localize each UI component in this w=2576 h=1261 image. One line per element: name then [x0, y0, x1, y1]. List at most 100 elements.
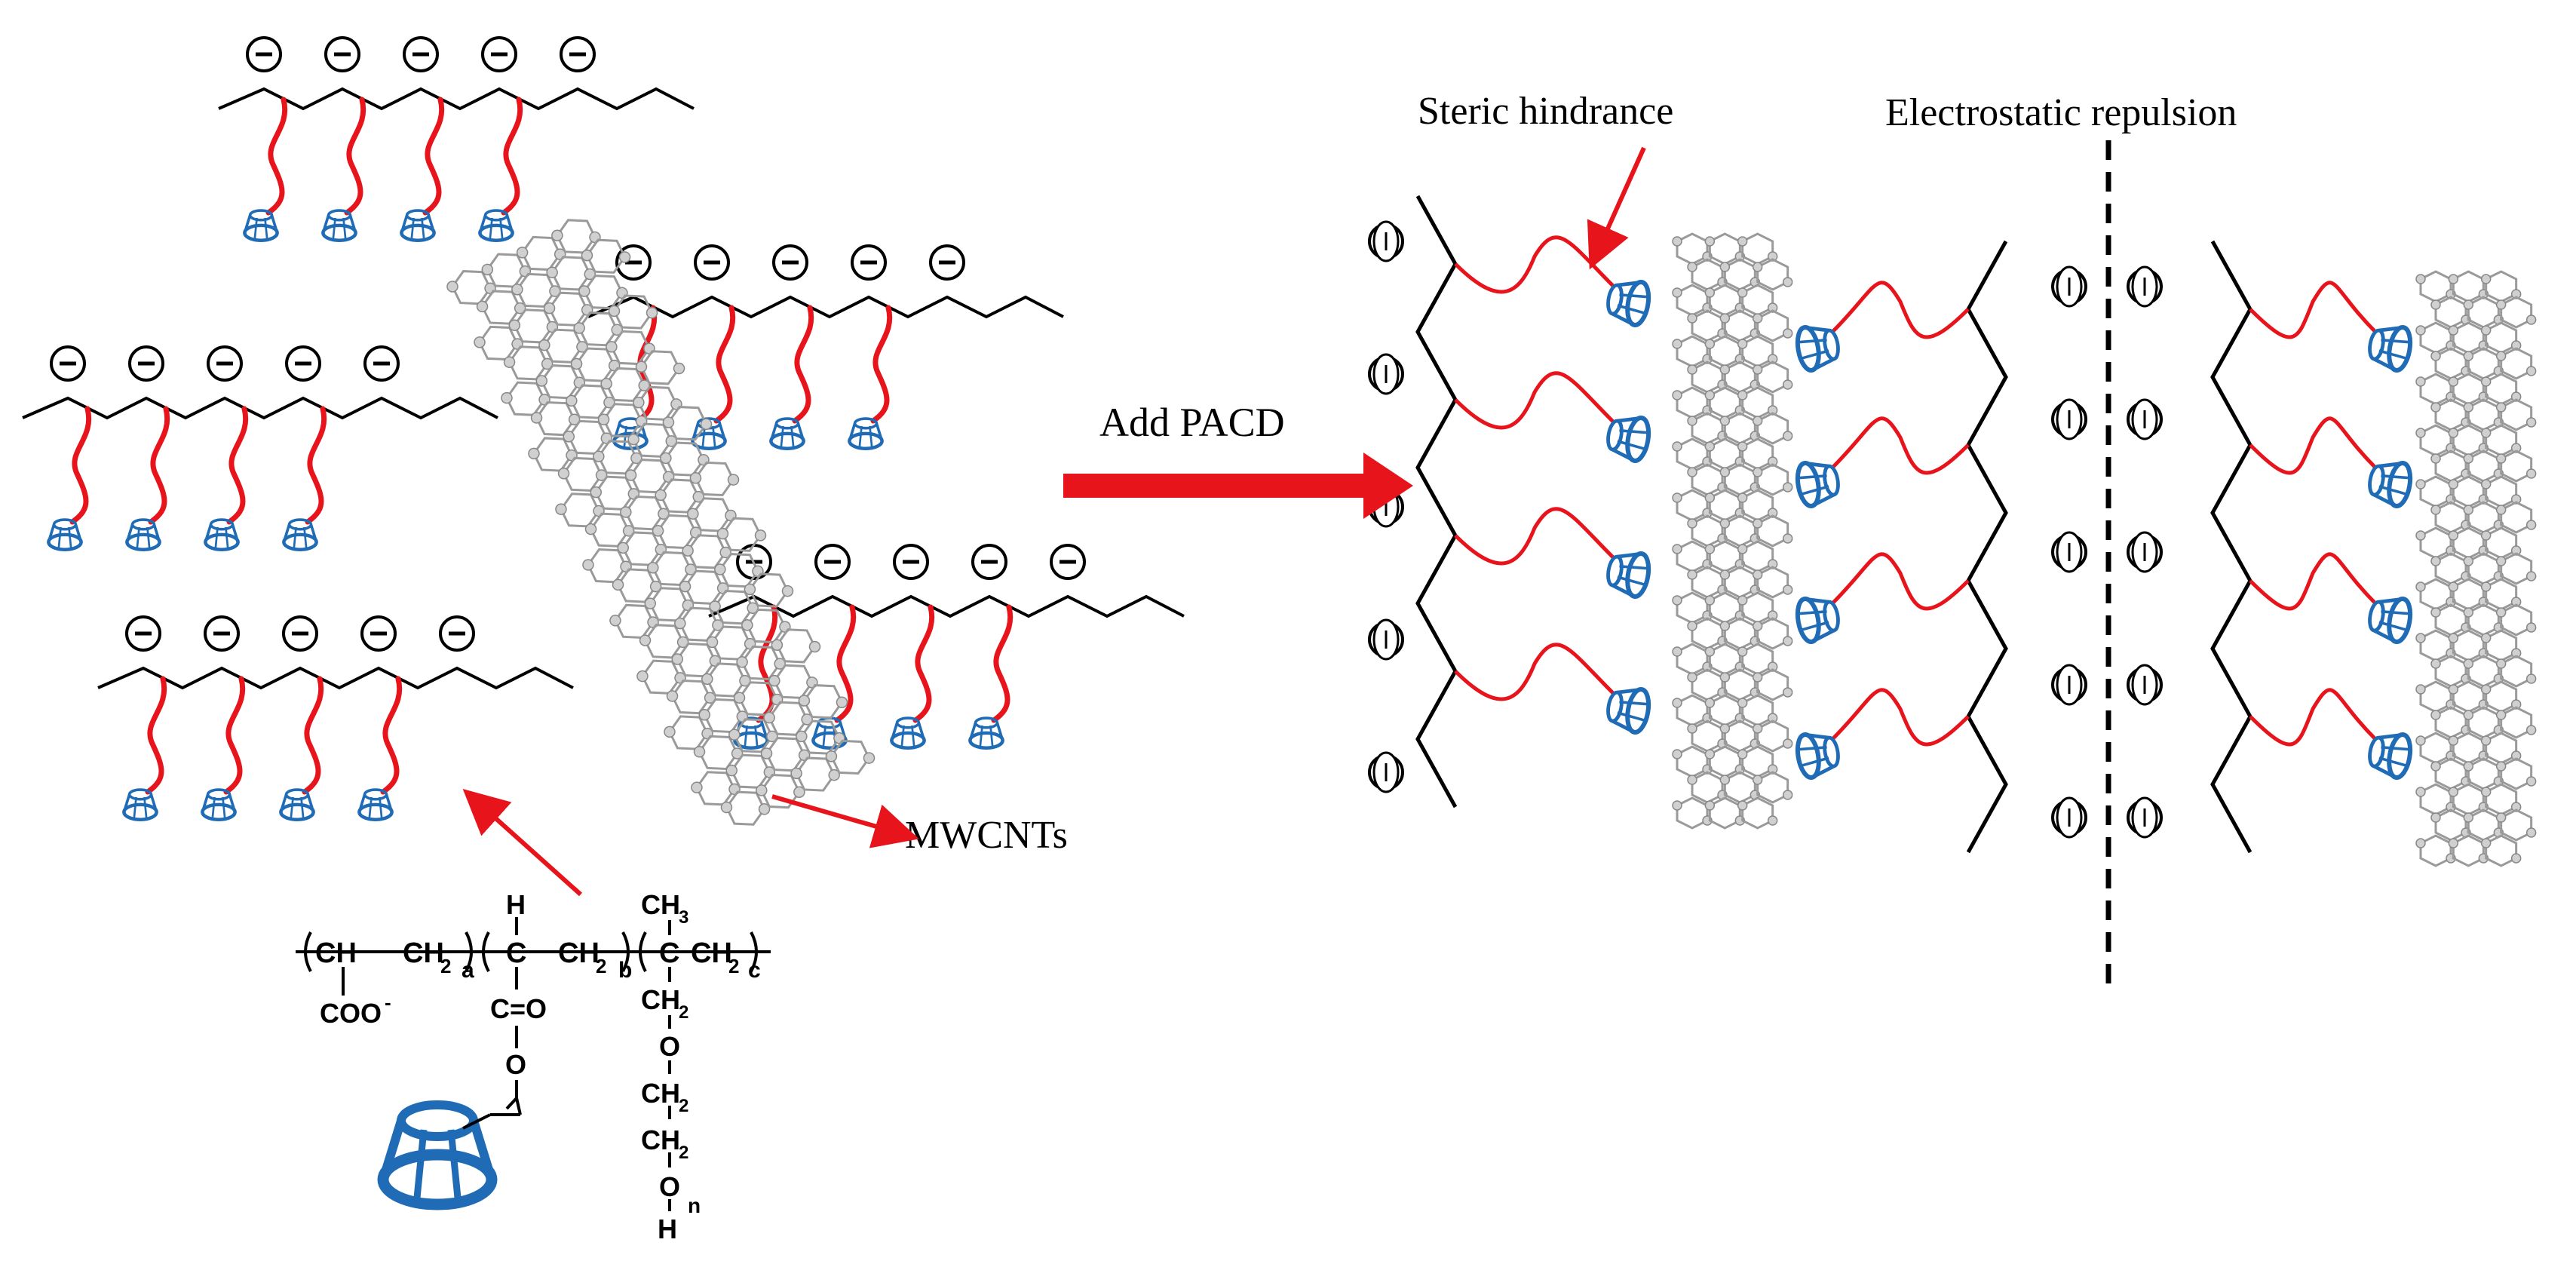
nanotube-vertical-set — [1672, 232, 2537, 867]
svg-text:CH: CH — [315, 937, 357, 969]
svg-text:O: O — [659, 1031, 680, 1062]
mwcnts-label: MWCNTs — [905, 814, 1068, 857]
adsorbed-pacd-assembly — [1368, 195, 2413, 854]
cyclodextrin-icon — [400, 209, 436, 242]
dispersed-pacd-chains — [22, 36, 1185, 821]
svg-text:CH: CH — [403, 937, 444, 969]
formula-pointer-arrow — [462, 788, 583, 897]
svg-text:CH: CH — [641, 1078, 680, 1109]
cation-charge-icon — [2127, 398, 2163, 440]
anion-charge-icon — [363, 345, 400, 382]
svg-text:H: H — [506, 889, 526, 920]
cyclodextrin-icon — [279, 788, 315, 821]
cyclodextrin-icon — [1606, 687, 1651, 735]
svg-text:CH: CH — [691, 937, 732, 969]
cyclodextrin-icon — [122, 788, 158, 821]
anion-charge-icon — [814, 544, 851, 580]
add-pacd-label: Add PACD — [1099, 400, 1285, 445]
svg-text:2: 2 — [728, 955, 739, 977]
cation-charge-icon — [2127, 664, 2163, 706]
pacd-chain-group — [218, 36, 695, 242]
anion-charge-icon — [282, 615, 318, 652]
cation-charge-icon — [1368, 618, 1404, 661]
pacd-formula — [296, 917, 771, 1211]
cyclodextrin-icon — [204, 518, 240, 551]
cation-charge-icon — [2051, 664, 2087, 706]
cyclodextrin-icon — [47, 518, 83, 551]
svg-text:COO: COO — [320, 998, 382, 1029]
svg-text:C: C — [659, 937, 679, 969]
svg-text:a: a — [462, 958, 474, 983]
svg-text:2: 2 — [596, 955, 606, 977]
pacd-chain-group — [97, 615, 574, 821]
anion-charge-icon — [851, 244, 887, 281]
cation-charge-icon — [2051, 265, 2087, 308]
cyclodextrin-icon — [2368, 461, 2413, 508]
anion-charge-icon — [285, 345, 321, 382]
cation-charge-icon — [2127, 531, 2163, 573]
adsorbed-chain — [1368, 195, 1651, 808]
svg-text:2: 2 — [679, 1002, 688, 1023]
cyclodextrin-icon — [2368, 325, 2413, 373]
cyclodextrin-icon — [478, 209, 514, 242]
cyclodextrin-icon — [201, 788, 237, 821]
anion-charge-icon — [929, 244, 965, 281]
cation-charge-icon — [2051, 796, 2087, 839]
cyclodextrin-icon — [377, 1100, 498, 1210]
anion-charge-icon — [971, 544, 1007, 580]
svg-text:CH: CH — [641, 889, 680, 920]
svg-text:2: 2 — [679, 1143, 688, 1163]
svg-text:b: b — [618, 958, 632, 983]
steric-pointer-arrow — [1587, 146, 1646, 270]
anion-charge-icon — [772, 244, 808, 281]
cyclodextrin-icon — [1795, 732, 1840, 780]
nanotube-column — [1672, 232, 1793, 830]
svg-text:n: n — [688, 1194, 701, 1217]
svg-text:2: 2 — [440, 955, 451, 977]
cyclodextrin-icon — [1795, 597, 1840, 644]
mwcnts-pointer-arrow — [771, 794, 919, 848]
cyclodextrin-icon — [1606, 551, 1651, 599]
cation-charge-icon — [1368, 220, 1404, 262]
anion-charge-icon — [324, 36, 360, 72]
anion-charge-icon — [207, 345, 243, 382]
adsorbed-chain — [2127, 240, 2413, 854]
svg-text:H: H — [658, 1213, 677, 1244]
cyclodextrin-icon — [1606, 416, 1651, 463]
cation-charge-icon — [1368, 353, 1404, 395]
formula-text: CH CH 2 a H C CH 2 b CH 3 C CH 2 c COO -… — [315, 889, 761, 1244]
nanotube-diagonal — [446, 219, 876, 826]
cyclodextrin-icon — [848, 417, 884, 450]
cyclodextrin-icon — [769, 417, 805, 450]
anion-charge-icon — [1050, 544, 1086, 580]
svg-text:2: 2 — [679, 1096, 688, 1116]
cyclodextrin-icon — [125, 518, 161, 551]
anion-charge-icon — [128, 345, 164, 382]
nanotube-column — [2415, 270, 2537, 867]
svg-text:-: - — [385, 991, 391, 1014]
svg-text:CH: CH — [558, 937, 600, 969]
electrostatic-repulsion-label: Electrostatic repulsion — [1885, 91, 2237, 134]
cyclodextrin-icon — [357, 788, 394, 821]
cation-charge-icon — [1368, 751, 1404, 793]
cyclodextrin-icon — [968, 716, 1004, 750]
svg-text:c: c — [748, 958, 761, 983]
svg-text:3: 3 — [679, 907, 688, 928]
svg-text:CH: CH — [641, 984, 680, 1015]
anion-charge-icon — [50, 345, 86, 382]
cation-charge-icon — [2051, 398, 2087, 440]
anion-charge-icon — [439, 615, 475, 652]
steric-hindrance-label: Steric hindrance — [1418, 90, 1673, 133]
anion-charge-icon — [560, 36, 596, 72]
svg-text:C=O: C=O — [490, 993, 547, 1024]
svg-text:CH: CH — [641, 1124, 680, 1155]
anion-charge-icon — [403, 36, 439, 72]
anion-charge-icon — [246, 36, 282, 72]
pacd-chain-group — [22, 345, 498, 551]
svg-text:C: C — [506, 937, 526, 969]
cation-charge-icon — [2127, 265, 2163, 308]
anion-charge-icon — [694, 244, 730, 281]
cyclodextrin-icon — [2368, 732, 2413, 780]
cyclodextrin-icon — [321, 209, 357, 242]
